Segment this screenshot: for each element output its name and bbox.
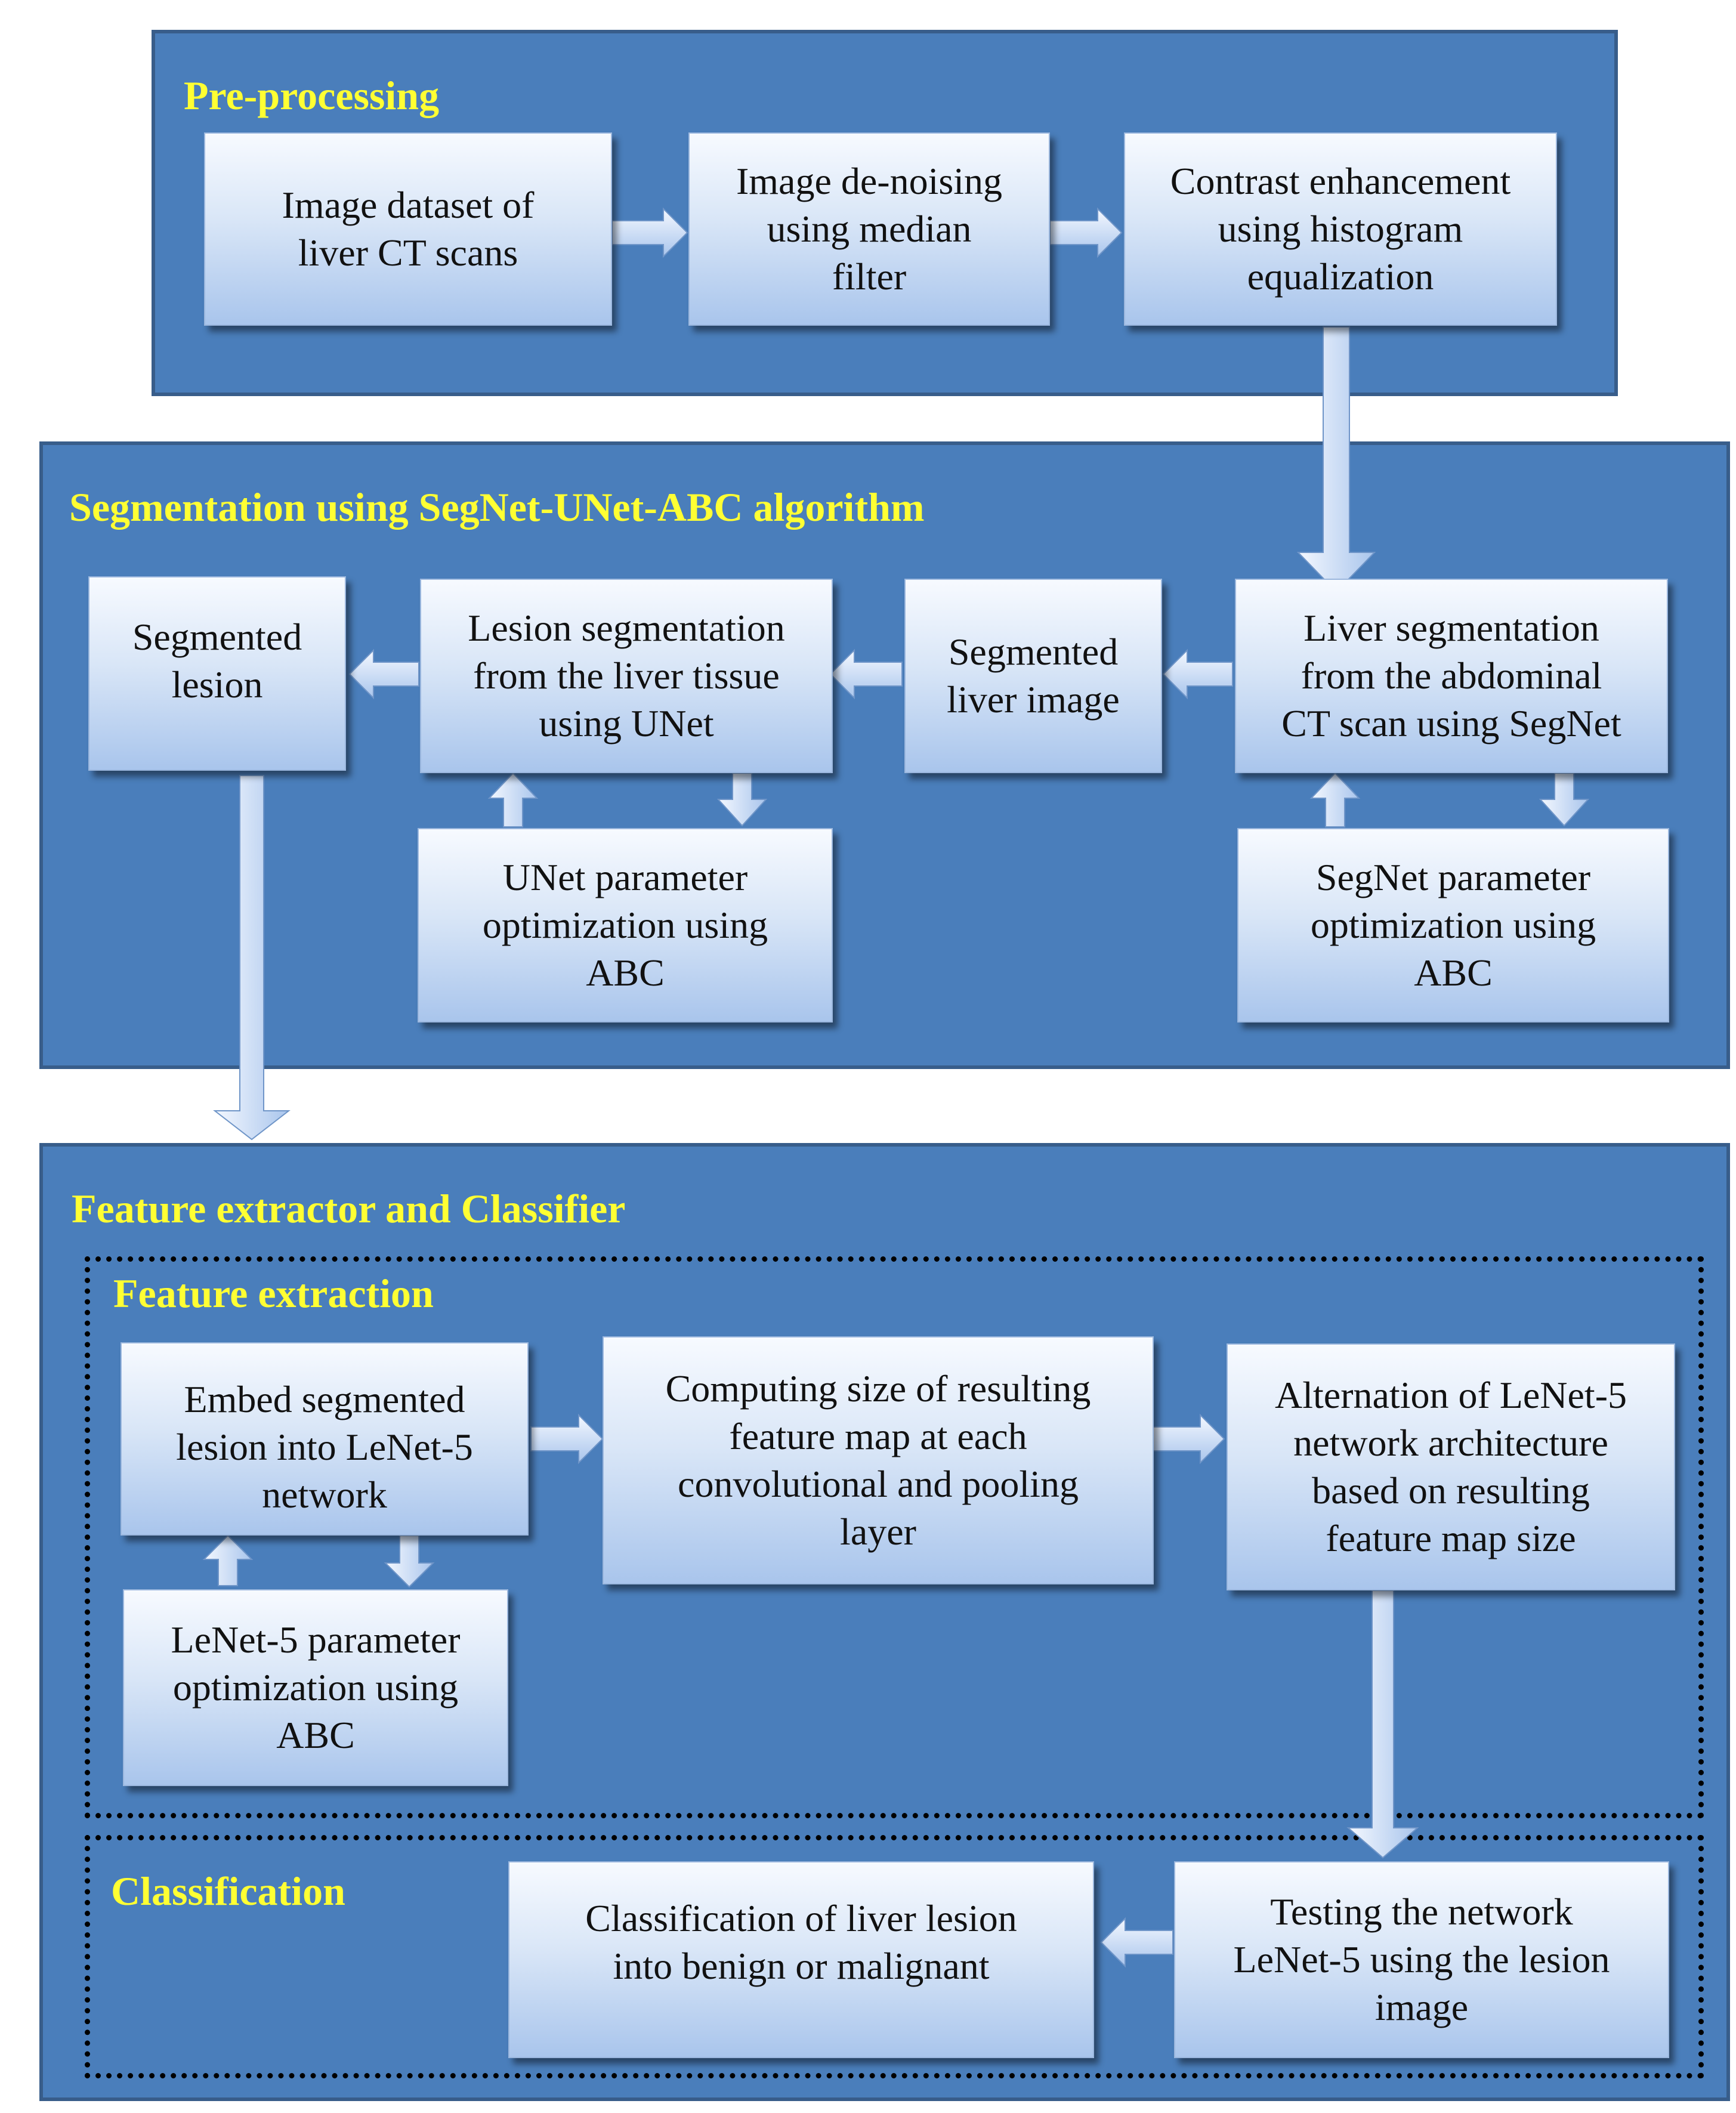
box-lesion-segmentation: Lesion segmentation from the liver tissu…	[420, 579, 833, 773]
classification-frame	[85, 1835, 1704, 2078]
box-lenet-optimization: LeNet-5 parameter optimization using ABC	[123, 1589, 508, 1786]
segmentation-title: Segmentation using SegNet-UNet-ABC algor…	[69, 484, 925, 530]
classification-title: Classification	[111, 1868, 345, 1914]
box-embed-lesion: Embed segmented lesion into LeNet-5 netw…	[121, 1342, 529, 1536]
box-alternation-lenet: Alternation of LeNet-5 network architect…	[1227, 1343, 1675, 1590]
box-classification-result: Classification of liver lesion into beni…	[508, 1861, 1094, 2058]
box-segmented-lesion: Segmented lesion	[88, 576, 346, 771]
box-segnet-optimization: SegNet parameter optimization using ABC	[1237, 828, 1669, 1022]
preprocessing-title: Pre-processing	[184, 73, 440, 118]
box-segmented-liver-image: Segmented liver image	[904, 579, 1162, 773]
feature-classifier-title: Feature extractor and Classifier	[72, 1186, 626, 1231]
box-image-denoising: Image de-noising using median filter	[688, 132, 1050, 326]
box-testing-network: Testing the network LeNet-5 using the le…	[1174, 1861, 1669, 2058]
box-liver-segmentation: Liver segmentation from the abdominal CT…	[1235, 579, 1668, 773]
box-image-dataset: Image dataset of liver CT scans	[204, 132, 612, 326]
box-computing-feature-map: Computing size of resulting feature map …	[603, 1336, 1154, 1584]
feature-extraction-frame	[85, 1256, 1704, 1818]
box-contrast-enhancement: Contrast enhancement using histogram equ…	[1124, 132, 1557, 326]
feature-extraction-title: Feature extraction	[113, 1271, 434, 1316]
box-unet-optimization: UNet parameter optimization using ABC	[418, 828, 833, 1022]
